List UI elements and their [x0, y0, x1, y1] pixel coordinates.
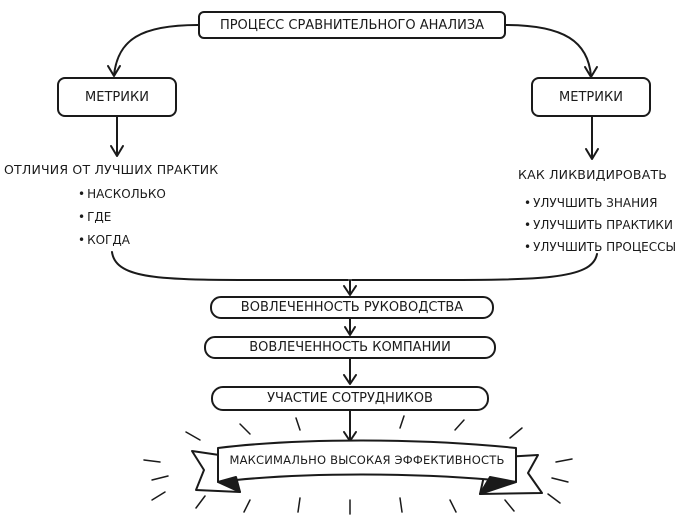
step-label-2: Вовлеченность компании — [249, 340, 451, 355]
left-bullet-1: насколько — [78, 187, 166, 201]
right-heading: Как ликвидировать — [518, 167, 668, 182]
right-metrics-box: Метрики — [531, 77, 651, 117]
step-label-1: Вовлеченность руководства — [240, 300, 464, 315]
step-box-2: Вовлеченность компании — [204, 336, 496, 359]
merge-line-left — [111, 251, 349, 282]
left-metrics-box: Метрики — [57, 77, 177, 117]
emphasis-rays — [143, 413, 573, 515]
left-bullet-2: где — [78, 210, 111, 224]
right-metrics-label: Метрики — [559, 89, 623, 105]
step-label-3: Участие сотрудников — [267, 391, 433, 406]
right-bullet-2: улучшить практики — [524, 218, 673, 232]
step-box-3: Участие сотрудников — [211, 386, 489, 411]
merge-line-right — [351, 253, 598, 281]
banner-fold-right — [479, 476, 517, 495]
result-label: Максимально высокая эффективность — [229, 453, 505, 467]
arrow-title-to-left-metrics — [113, 24, 199, 76]
arrow-title-to-right-metrics — [504, 24, 592, 77]
right-bullet-3: улучшить процессы — [524, 240, 676, 254]
diagram-title: Процесс сравнительного анализа — [219, 17, 485, 33]
left-heading: Отличия от лучших практик — [4, 162, 219, 177]
left-bullet-3: когда — [78, 233, 130, 247]
left-metrics-label: Метрики — [85, 89, 149, 105]
step-box-1: Вовлеченность руководства — [210, 296, 494, 319]
right-bullet-1: улучшить знания — [524, 196, 657, 210]
result-banner — [191, 439, 543, 495]
title-box: Процесс сравнительного анализа — [198, 11, 506, 39]
banner-fold-left — [217, 476, 241, 493]
